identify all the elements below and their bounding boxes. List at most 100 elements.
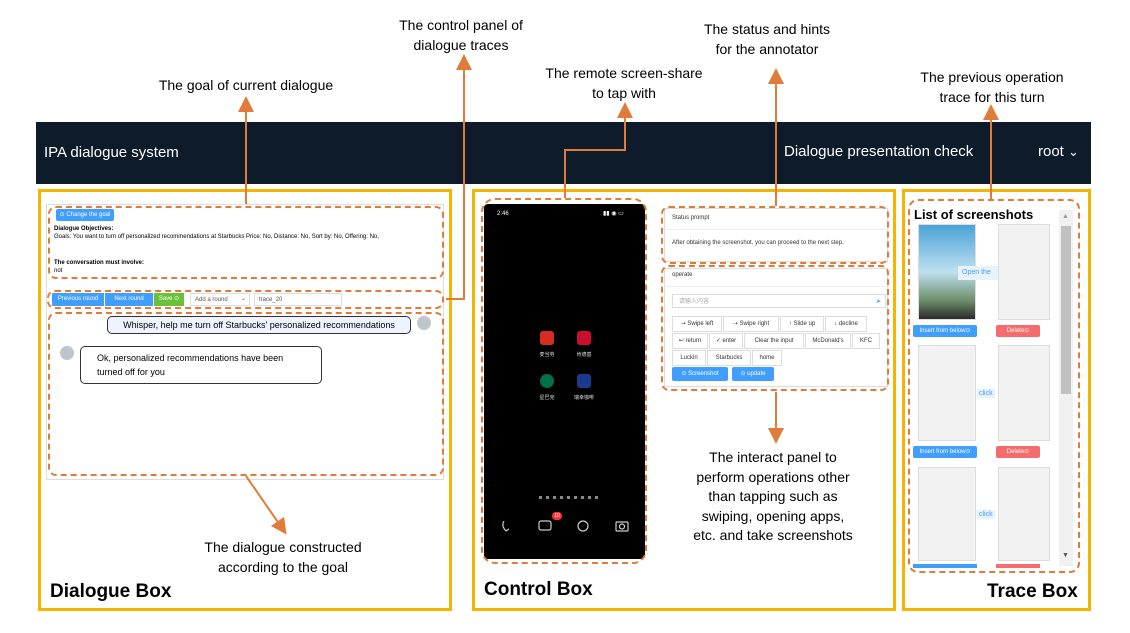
swipe-left-button[interactable]: ⇢ Swipe left: [672, 316, 722, 332]
mcdonalds-button[interactable]: McDonald's: [805, 333, 851, 349]
chevron-down-icon: ⌄: [240, 296, 246, 302]
previous-round-button[interactable]: Previous round: [52, 293, 104, 306]
annotation-interact-line1: The interact panel to: [709, 449, 837, 465]
trace-box: [902, 189, 1091, 611]
change-goal-button[interactable]: ⊙ Change the goal: [56, 209, 114, 221]
insert-from-below-button-2[interactable]: Insert from below⊙: [913, 446, 977, 458]
operate-divider: [664, 286, 888, 287]
trace-bottom-blue-bar: [913, 564, 977, 568]
send-icon[interactable]: ➤: [875, 299, 881, 305]
bot-message: Ok, personalized recommendations have be…: [80, 346, 322, 384]
screenshot-list-title: List of screenshots: [914, 207, 1034, 222]
nav-presentation-check[interactable]: Dialogue presentation check: [784, 143, 974, 160]
trace-dashed-region: [908, 199, 1080, 573]
dock: [490, 515, 640, 539]
luckin-button[interactable]: Luckin: [672, 350, 706, 366]
status-panel: [664, 208, 888, 262]
mcdonalds-app-icon[interactable]: [540, 331, 554, 345]
annotation-trace-line2: trace for this turn: [939, 88, 1045, 105]
control-panel-dashed-region: [47, 290, 444, 309]
screenshot-button[interactable]: ⊙ Screenshot: [672, 367, 728, 381]
delete-button-1[interactable]: Delete⊙: [996, 325, 1040, 337]
add-round-select[interactable]: Add a round ⌄: [190, 293, 250, 306]
annotation-screen-share-line2: to tap with: [592, 84, 656, 101]
user-name: root: [1038, 143, 1064, 160]
annotation-status-line1: The status and hints: [703, 21, 831, 37]
scroll-down-icon[interactable]: ▼: [1062, 552, 1069, 559]
annotation-control-panel-line2: dialogue traces: [413, 36, 509, 53]
dialogue-box-label: Dialogue Box: [50, 581, 172, 602]
goal-dashed-region: [48, 206, 444, 279]
trace-screenshot-1b: [998, 224, 1050, 320]
must-involve-title: The conversation must involve:: [54, 260, 145, 266]
click-label-2: click: [977, 510, 995, 519]
update-button[interactable]: ⊙ update: [732, 367, 774, 381]
bot-avatar: [60, 346, 74, 360]
trace-box-label: Trace Box: [987, 581, 1078, 602]
annotation-trace: The previous operation trace for this tu…: [890, 68, 1094, 107]
save-button[interactable]: Save ⊙: [154, 293, 184, 306]
kfc-button[interactable]: KFC: [852, 333, 880, 349]
enter-button[interactable]: ✓ enter: [709, 333, 743, 349]
trace-screenshot-3a: [918, 467, 976, 561]
status-prompt-divider: [664, 229, 888, 230]
user-avatar: [417, 316, 431, 330]
add-round-label: Add a round: [195, 297, 228, 303]
delete-button-2[interactable]: Delete⊙: [996, 446, 1040, 458]
status-prompt-text: After obtaining the screenshot, you can …: [672, 240, 844, 246]
phone-time: 2:46: [497, 211, 509, 217]
user-message-text: Whisper, help me turn off Starbucks' per…: [123, 320, 395, 330]
starbucks-app-icon[interactable]: [540, 374, 554, 388]
brand-title: IPA dialogue system: [44, 144, 179, 161]
annotation-dialogue-line2: according to the goal: [218, 558, 348, 575]
kfc-app-label: 肯德基: [576, 352, 592, 358]
status-prompt-title: Status prompt: [672, 215, 710, 221]
annotation-interact-line2: perform operations other: [696, 468, 850, 485]
insert-from-below-button-1[interactable]: Insert from below⊙: [913, 325, 977, 337]
clear-input-button[interactable]: Clear the input: [744, 333, 804, 349]
annotation-interact: The interact panel to perform operations…: [664, 448, 882, 546]
dock-icons: [502, 520, 629, 532]
starbucks-button[interactable]: Starbucks: [707, 350, 751, 366]
annotation-screen-share-line1: The remote screen-share: [545, 65, 703, 81]
swipe-right-button[interactable]: ⇢ Swipe right: [723, 316, 779, 332]
dialogue-dashed-region: [48, 312, 444, 476]
starbucks-app-label: 星巴克: [539, 395, 555, 401]
messages-icon: [538, 520, 552, 531]
annotation-control-panel: The control panel of dialogue traces: [378, 16, 544, 55]
interact-dashed-region: [661, 265, 889, 391]
next-round-button[interactable]: Next round: [105, 293, 153, 306]
annotation-goal: The goal of current dialogue: [128, 76, 364, 96]
kfc-app-icon[interactable]: [577, 331, 591, 345]
luckin-app-icon[interactable]: [577, 374, 591, 388]
trace-scrollbar[interactable]: ▲ ▼: [1059, 210, 1073, 566]
operate-input[interactable]: 请输入内容 ➤: [672, 294, 886, 308]
user-menu[interactable]: root ⌄: [1038, 143, 1079, 160]
decline-button[interactable]: ↓ decline: [825, 316, 867, 332]
browser-icon: [577, 520, 589, 532]
objectives-title: Dialogue Objectives:: [54, 226, 114, 232]
annotation-goal-text: The goal of current dialogue: [158, 77, 334, 93]
scroll-up-icon[interactable]: ▲: [1062, 213, 1069, 220]
annotation-interact-line5: etc. and take screenshots: [693, 527, 853, 544]
message-badge: 10: [552, 512, 562, 520]
luckin-app-label: 瑞幸咖啡: [573, 395, 594, 401]
remote-screen[interactable]: [484, 204, 645, 559]
bot-message-line1: Ok, personalized recommendations have be…: [97, 353, 284, 363]
goals-text: Goals: You want to turn off personalized…: [54, 234, 379, 240]
slide-up-button[interactable]: ↑ Slide up: [780, 316, 824, 332]
mcdonalds-app-label: 麦当劳: [539, 352, 555, 358]
phone-status-icons: ▮▮ ◉ ▭: [603, 211, 624, 217]
scroll-thumb[interactable]: [1061, 226, 1071, 394]
click-label-1: click: [977, 389, 995, 398]
trace-screenshot-2a: [918, 345, 976, 441]
phone-call-icon: [502, 520, 510, 532]
annotation-status-line2: for the annotator: [715, 40, 819, 57]
home-button[interactable]: home: [752, 350, 782, 366]
trace-select[interactable]: trace_20: [254, 293, 342, 306]
bot-message-line2: turned off for you: [97, 367, 165, 377]
annotation-trace-line1: The previous operation: [920, 69, 1064, 85]
dialogue-panel: [46, 204, 444, 480]
return-button[interactable]: ↩ return: [672, 333, 708, 349]
open-app-label: Open the: [958, 266, 998, 280]
